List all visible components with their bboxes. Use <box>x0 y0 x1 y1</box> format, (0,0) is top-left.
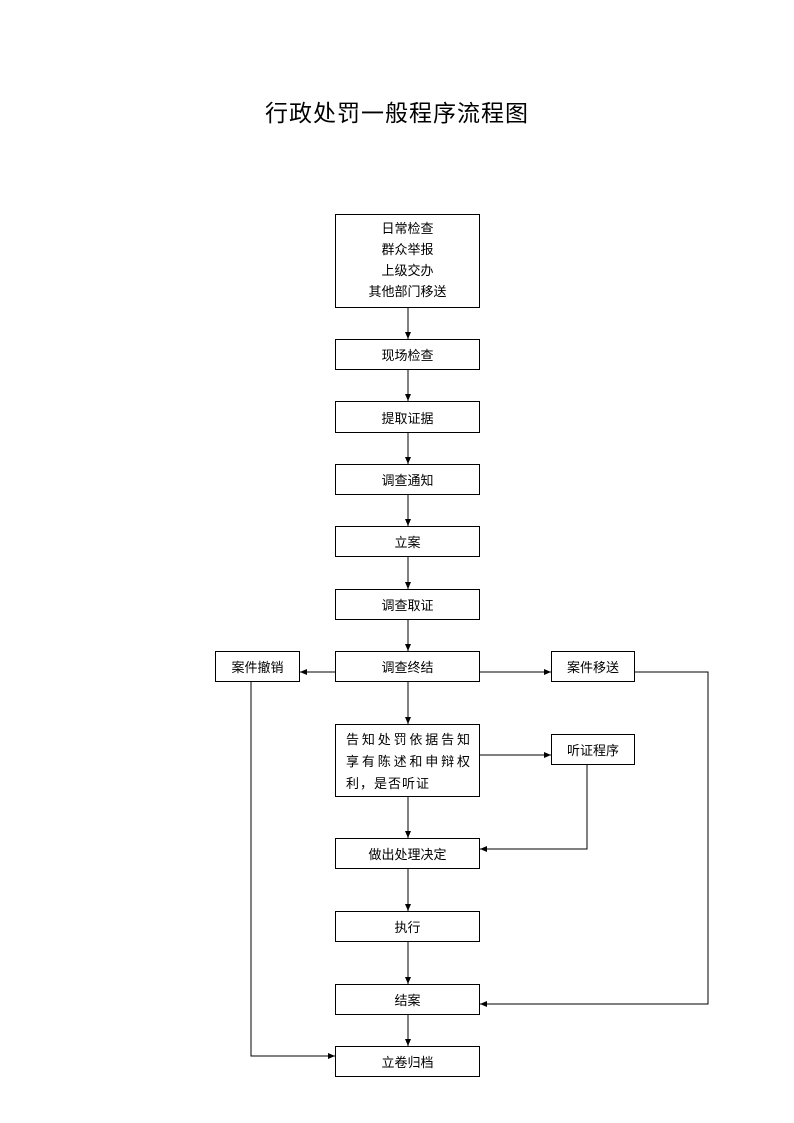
page-title: 行政处罚一般程序流程图 <box>265 101 529 127</box>
close-case-box: 结案 <box>335 984 480 1015</box>
archive-box: 立卷归档 <box>335 1046 480 1077</box>
case-source-box: 日常检查 群众举报 上级交办 其他部门移送 <box>335 214 480 308</box>
investigate-box: 调查取证 <box>335 589 480 620</box>
arrow-hearing-to-decision <box>480 765 588 852</box>
case-transfer-box: 案件移送 <box>551 651 635 682</box>
decision-box: 做出处理决定 <box>335 838 480 869</box>
collect-evidence-box: 提取证据 <box>335 401 480 433</box>
site-inspection-box: 现场检查 <box>335 339 480 370</box>
source-other-department-transfer: 其他部门移送 <box>368 285 447 300</box>
arrow-case-withdraw-to-archive <box>250 682 335 1059</box>
arrow-case-transfer-to-close-case <box>480 671 709 1007</box>
investigation-notice-box: 调查通知 <box>335 464 480 495</box>
source-routine-inspection: 日常检查 <box>381 222 434 237</box>
notify-rights-box: 告知处罚依据告知享有陈述和申辩权利，是否听证 <box>335 724 480 797</box>
filing-box: 立案 <box>335 526 480 557</box>
investigation-end-box: 调查终结 <box>335 651 480 682</box>
source-superior-assignment: 上级交办 <box>381 264 434 279</box>
case-withdraw-box: 案件撤销 <box>215 651 300 682</box>
execute-box: 执行 <box>335 911 480 942</box>
hearing-procedure-box: 听证程序 <box>551 734 635 765</box>
source-public-report: 群众举报 <box>381 243 434 258</box>
